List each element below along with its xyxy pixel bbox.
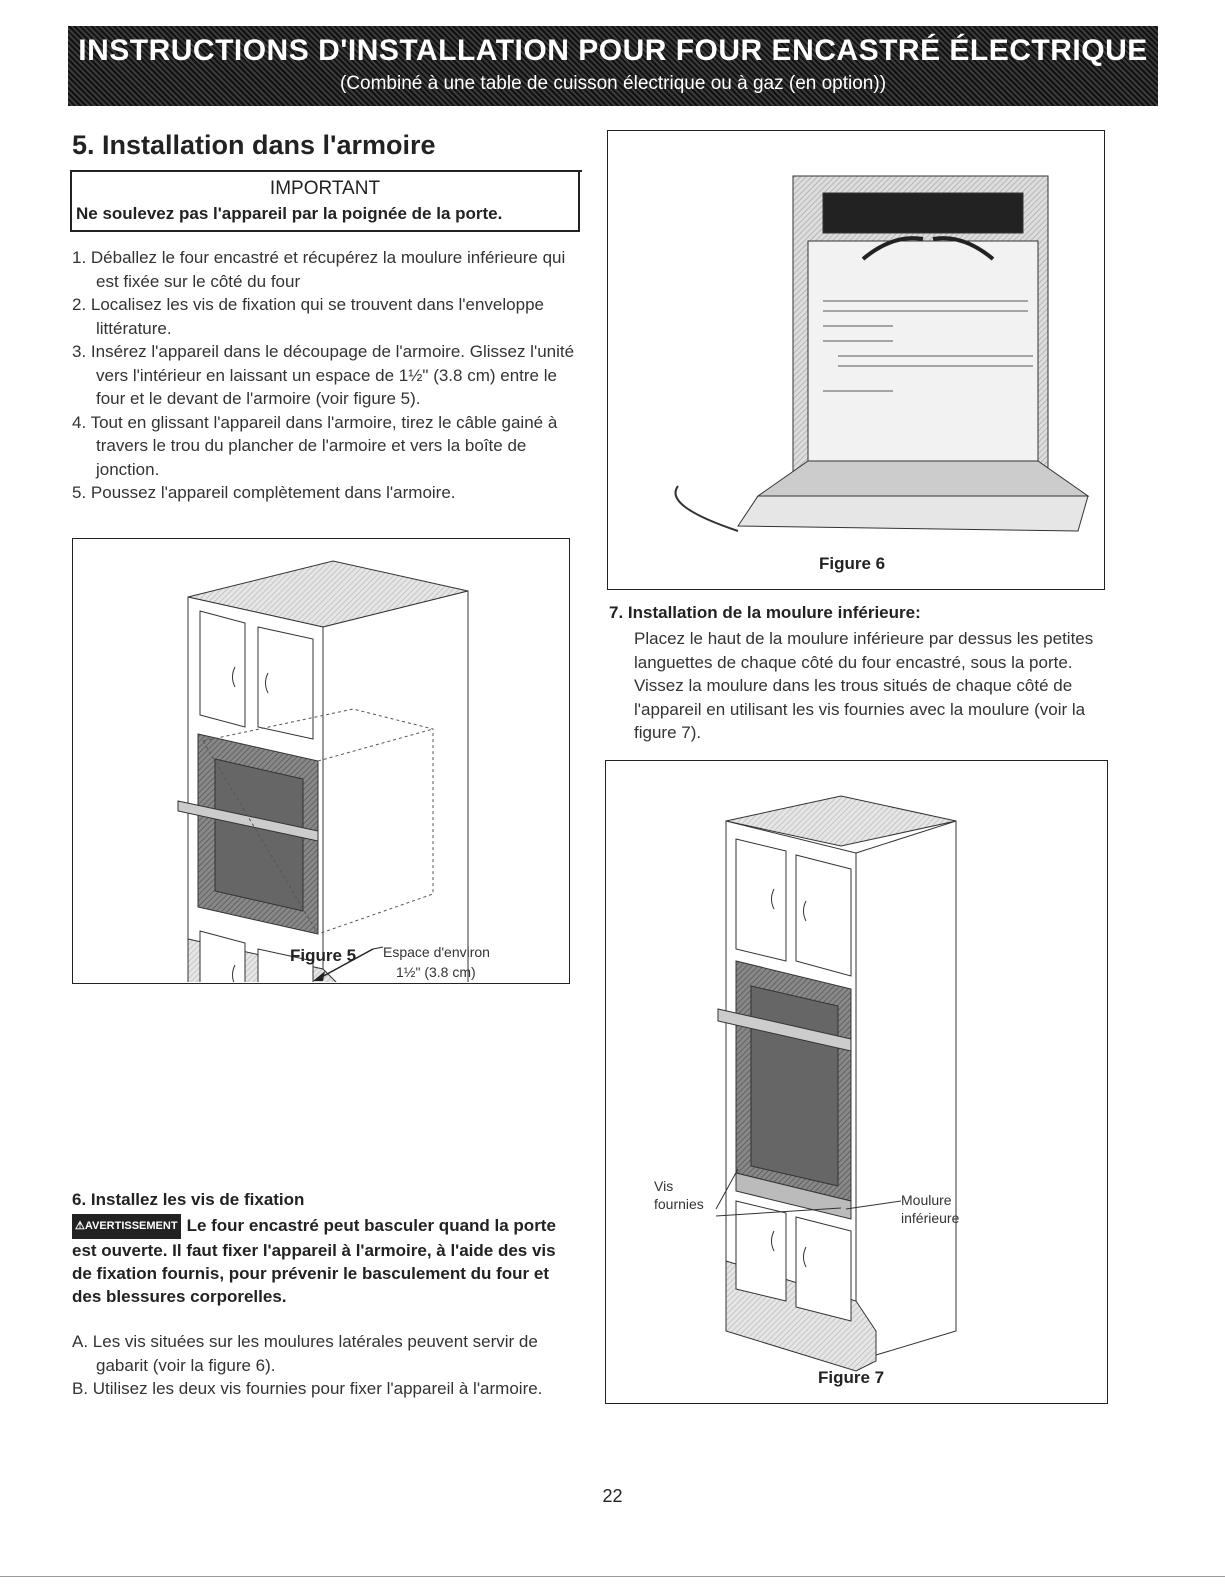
figure-7: Vis fournies Moulure inférieure [605, 760, 1108, 1404]
section-7-title: 7. Installation de la moulure inférieure… [609, 603, 921, 622]
figure-6-caption: Figure 6 [819, 554, 886, 573]
figure-5: Espace d'environ 1½" (3.8 cm) [72, 538, 570, 1040]
warning-badge: ⚠AVERTISSEMENT [72, 1214, 181, 1239]
header-banner: INSTRUCTIONS D'INSTALLATION POUR FOUR EN… [68, 26, 1158, 106]
figure-5-illustration: Espace d'environ 1½" (3.8 cm) [177, 560, 490, 1040]
figure-6-illustration [674, 175, 1090, 532]
section-7-text: Placez le haut de la moulure inférieure … [634, 629, 1094, 742]
page-number: 22 [602, 1486, 623, 1506]
document-subtitle: (Combiné à une table de cuisson électriq… [339, 73, 887, 94]
installation-steps: 1. Déballez le four encastré et récupére… [72, 246, 577, 505]
list-item: A. Les vis situées sur les moulures laté… [72, 1332, 538, 1375]
figure-7-illustration: Vis fournies Moulure inférieure [654, 795, 960, 1372]
section-5-title: 5. Installation dans l'armoire [72, 130, 436, 160]
figure-5-caption: Figure 5 [290, 946, 357, 965]
callout-espace-line2: 1½" (3.8 cm) [396, 964, 476, 980]
important-notice: IMPORTANT Ne soulevez pas l'appareil par… [70, 172, 580, 232]
callout-espace-line1: Espace d'environ [383, 944, 490, 960]
important-heading: IMPORTANT [269, 178, 381, 199]
list-item: B. Utilisez les deux vis fournies pour f… [72, 1379, 543, 1398]
document-title: INSTRUCTIONS D'INSTALLATION POUR FOUR EN… [78, 34, 1148, 67]
step-item: 4. Tout en glissant l'appareil dans l'ar… [72, 412, 558, 479]
figure-6 [607, 130, 1105, 590]
step-item: 2. Localisez les vis de fixation qui se … [72, 295, 544, 338]
step-item: 5. Poussez l'appareil complètement dans … [72, 483, 456, 502]
page-bottom-rule [0, 1576, 1225, 1577]
section-6-items: A. Les vis situées sur les moulures laté… [72, 1330, 572, 1401]
important-text: Ne soulevez pas l'appareil par la poigné… [76, 204, 503, 223]
step-item: 3. Insérez l'appareil dans le découpage … [72, 342, 575, 408]
section-6-title: 6. Installez les vis de fixation [72, 1190, 305, 1209]
section-divider [70, 170, 582, 172]
label-vis-line1: Vis [654, 1178, 673, 1194]
label-moulure-line1: Moulure [901, 1192, 952, 1208]
figure-7-caption: Figure 7 [818, 1368, 885, 1387]
label-moulure-line2: inférieure [901, 1210, 960, 1226]
label-vis-line2: fournies [654, 1196, 704, 1212]
step-item: 1. Déballez le four encastré et récupére… [72, 248, 566, 291]
warning-text: Le four encastré peut basculer quand la … [72, 1216, 556, 1306]
